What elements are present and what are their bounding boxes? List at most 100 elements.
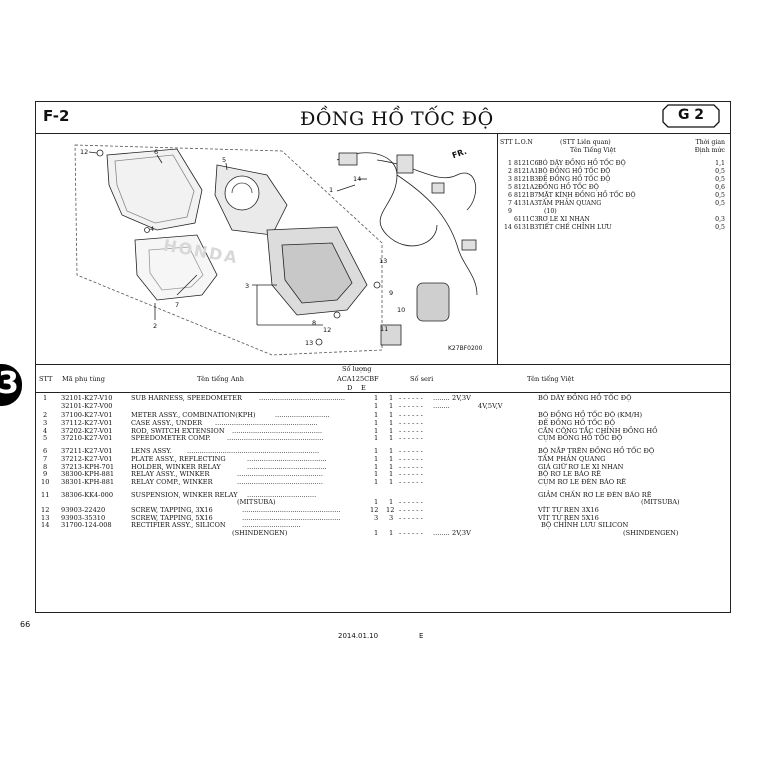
cell-stt: 7 — [43, 454, 48, 463]
cell-vn: GIẢM CHẤN RƠ LE ĐÈN BÁO RẼ — [538, 490, 652, 499]
cell-vn: CẦN CÔNG TẮC CHỈNH ĐỒNG HỒ — [538, 426, 658, 435]
cell-en: ROD, SWITCH EXTENSION — [131, 426, 225, 435]
cell-vn: (MITSUBA) — [641, 498, 680, 507]
leader-dots: .......................... — [275, 411, 330, 420]
cell-name: ĐỒNG HỒ TỐC ĐỘ — [538, 184, 599, 191]
cell-no: 6 — [508, 192, 512, 199]
leader-dots: ........................................… — [242, 513, 341, 522]
parts-list-col2: (STT Liên quan) — [560, 139, 611, 146]
col-name-en: Tên tiếng Anh — [197, 375, 244, 383]
callout-12b: 12 — [323, 326, 331, 334]
cell-en: LENS ASSY. — [131, 447, 172, 456]
leader-dots: ........................................… — [259, 394, 345, 402]
cell-en: SPEEDOMETER COMP. — [131, 434, 211, 443]
group-badge-label: G 2 — [677, 107, 705, 123]
table-header: Số lượng STT Mã phụ tùng Tên tiếng Anh A… — [37, 365, 727, 394]
cell-vn: VÍT TỰ REN 5X16 — [538, 513, 599, 522]
cell-d: 1 — [374, 470, 379, 479]
leader-dots: - - - - - - — [399, 419, 423, 428]
cell-e: 1 — [389, 498, 394, 507]
callout-2: 2 — [153, 322, 157, 330]
footer-date: 2014.01.10 — [338, 632, 379, 640]
col-qty-title: Số lượng — [342, 365, 372, 373]
cell-en: SUB HARNESS, SPEEDOMETER — [131, 394, 242, 402]
page-frame — [35, 101, 731, 613]
leader-dots: - - - - - - — [399, 447, 423, 456]
leader-dots: ........................................… — [237, 470, 323, 479]
leader-dots: ........................................… — [227, 434, 324, 443]
cell-code: 6111C3 — [514, 216, 539, 223]
parts-list-col3: Thời gian — [695, 139, 725, 146]
cell-d: 1 — [374, 394, 379, 402]
cell-serial: 4V,5V,V — [478, 401, 503, 410]
page-number: 66 — [20, 620, 31, 629]
cell-name: TẤM PHẢN QUANG — [538, 200, 602, 207]
cell-no: 7 — [508, 200, 512, 207]
page-code: F-2 — [43, 107, 70, 125]
col-e: E — [361, 384, 366, 392]
leader-dots: ...................................... — [247, 462, 327, 471]
cell-stt: 11 — [41, 490, 50, 499]
leader-dots: ........................................… — [187, 447, 320, 456]
cell-name: TIẾT CHẾ CHỈNH LƯU — [538, 224, 612, 231]
cell-d: 1 — [374, 434, 379, 443]
cell-stt: 13 — [41, 513, 50, 522]
cell-d: 1 — [374, 477, 379, 486]
leader-dots: - - - - - - — [399, 411, 423, 420]
cell-en: RECTIFIER ASSY., SILICON — [131, 521, 226, 530]
cell-stt: 2 — [43, 411, 48, 420]
leader-dots: ................................. — [247, 490, 317, 499]
callout-12: 12 — [80, 148, 88, 156]
cell-code: 6131B3 — [514, 224, 539, 231]
cell-e: 1 — [389, 477, 394, 486]
cell-code: 8121C6 — [514, 160, 539, 167]
page-title: ĐỒNG HỒ TỐC ĐỘ — [300, 108, 494, 130]
cell-stt: 4 — [43, 426, 48, 435]
cell-no: 1 — [508, 160, 512, 167]
cell-stt: 9 — [43, 470, 48, 479]
cell-stt: 3 — [43, 419, 48, 428]
cell-d: 1 — [374, 401, 379, 410]
cell-en: SUSPENSION, WINKER RELAY — [131, 490, 238, 499]
callout-4: 4 — [150, 225, 154, 233]
col-d: D — [347, 384, 353, 392]
parts-list-col3b: Định mức — [694, 147, 725, 154]
cell-part: 37210-K27-V01 — [61, 434, 113, 443]
leader-dots: - - - - - - — [399, 513, 423, 522]
cell-name: BỘ ĐỒNG HỒ TỐC ĐỘ — [538, 168, 611, 175]
cell-part: 37112-K27-V01 — [61, 419, 113, 428]
cell-e: 1 — [389, 529, 394, 537]
col-name-vn: Tên tiếng Việt — [527, 375, 575, 383]
cell-time: 0,5 — [715, 176, 725, 183]
cell-d: 12 — [370, 505, 379, 514]
cell-e: 1 — [389, 454, 394, 463]
cell-code: 8121A1 — [514, 168, 539, 175]
leader-dots: ........................................… — [237, 477, 323, 486]
callout-11: 11 — [380, 325, 388, 333]
cell-d: 1 — [374, 426, 379, 435]
cell-en: RELAY COMP., WINKER — [131, 477, 213, 486]
footer-edition: E — [419, 632, 424, 640]
cell-name: BÓ DÂY ĐỒNG HỒ TỐC ĐỘ — [538, 160, 626, 167]
leader-dots: - - - - - - — [399, 401, 423, 410]
callout-6: 6 — [154, 148, 158, 156]
leader-dots: - - - - - - — [399, 529, 423, 537]
cell-no: 9 — [508, 208, 512, 215]
leader-dots: ........................................… — [232, 426, 323, 435]
cell-vn: BỘ NẮP TRÊN ĐỒNG HỒ TỐC ĐỘ — [538, 447, 655, 456]
list-item: 9(10) — [500, 208, 725, 216]
cell-code: 8121B3 — [514, 176, 539, 183]
leader-dots: - - - - - - — [399, 394, 423, 402]
